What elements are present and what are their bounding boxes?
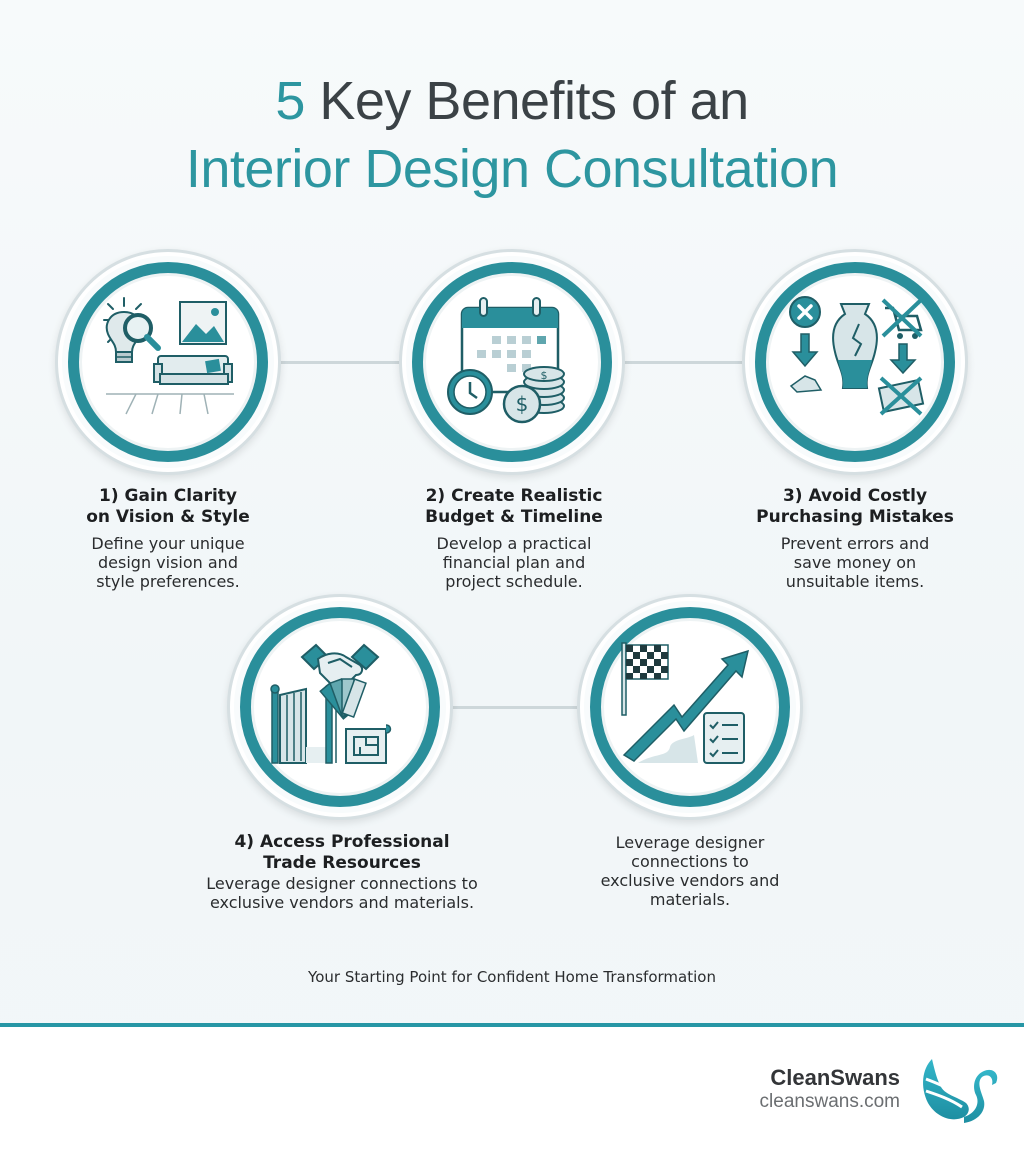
benefit-2-title: 2) Create Realistic Budget & Timeline — [400, 486, 628, 528]
description-line: project schedule. — [445, 572, 583, 591]
description-line: Prevent errors and — [780, 534, 930, 553]
title-line-1: 5 Key Benefits of an — [0, 68, 1024, 134]
benefit-4-title: 4) Access Professional Trade Resources — [170, 832, 514, 874]
brand-name: CleanSwans — [770, 1065, 900, 1090]
benefit-5-badge — [577, 594, 803, 820]
lightbulb-magnifier-sofa-icon — [103, 297, 234, 415]
benefit-3-title-line-1: 3) Avoid Costly — [782, 486, 928, 506]
benefit-3-title-line-2: Purchasing Mistakes — [756, 507, 954, 527]
broken-vase-crossed-cart-icon — [789, 296, 925, 416]
benefit-2-badge: $ $ — [399, 249, 625, 475]
benefit-4-text: 4) Access Professional Trade Resources L… — [170, 832, 514, 912]
description-line: style preferences. — [96, 572, 240, 591]
tagline: Your Starting Point for Confident Home T… — [308, 968, 716, 986]
benefit-1-title-line-2: on Vision & Style — [86, 507, 250, 527]
badge-ring — [68, 262, 268, 462]
description-line: Define your unique — [91, 534, 245, 553]
benefit-1-text: 1) Gain Clarity on Vision & Style Define… — [60, 486, 276, 591]
connector-2-3 — [622, 361, 746, 364]
description-line: Leverage designer — [615, 833, 765, 852]
description-line: connections to — [631, 852, 749, 871]
handshake-gate-swatches-icon — [270, 643, 392, 764]
swan-logo-icon — [923, 1059, 998, 1123]
benefit-2-description: Develop a practical financial plan and p… — [400, 534, 628, 591]
title-line-2: Interior Design Consultation — [185, 139, 839, 199]
benefit-4-description: Leverage designer connections to exclusi… — [170, 874, 514, 912]
svg-text:$: $ — [516, 392, 529, 416]
brand-url[interactable]: cleanswans.com — [759, 1091, 900, 1112]
benefit-4-badge — [227, 594, 453, 820]
benefit-3-badge — [742, 249, 968, 475]
description-line: Develop a practical — [436, 534, 592, 553]
description-line: save money on — [793, 553, 917, 572]
svg-text:$: $ — [541, 369, 548, 382]
footer-divider — [0, 1023, 1024, 1027]
calendar-clock-coins-icon: $ $ — [447, 297, 565, 424]
benefit-2-text: 2) Create Realistic Budget & Timeline De… — [400, 486, 628, 591]
description-line: Leverage designer connections to — [206, 874, 478, 893]
page-title: 5 Key Benefits of an Interior Design Con… — [0, 68, 1024, 204]
description-line: exclusive vendors and materials. — [209, 893, 475, 912]
description-line: exclusive vendors and — [600, 871, 780, 890]
benefit-3-title: 3) Avoid Costly Purchasing Mistakes — [735, 486, 975, 528]
description-line: financial plan and — [442, 553, 586, 572]
benefit-2-title-line-2: Budget & Timeline — [425, 507, 603, 527]
description-line: materials. — [649, 890, 731, 909]
benefit-5-text: Leverage designer connections to exclusi… — [570, 833, 810, 909]
connector-1-2 — [278, 361, 402, 364]
benefit-2-title-line-1: 2) Create Realistic — [425, 486, 603, 506]
benefit-3-text: 3) Avoid Costly Purchasing Mistakes Prev… — [735, 486, 975, 591]
connector-4-5 — [450, 706, 582, 709]
flag-arrow-checklist-icon — [621, 642, 750, 764]
badge-ring — [755, 262, 955, 462]
benefit-1-description: Define your unique design vision and sty… — [60, 534, 276, 591]
benefit-1-badge — [55, 249, 281, 475]
benefit-4-title-line-1: 4) Access Professional — [234, 832, 450, 852]
brand: CleanSwans cleanswans.com — [760, 1065, 900, 1113]
benefit-3-description: Prevent errors and save money on unsuita… — [735, 534, 975, 591]
benefit-1-title: 1) Gain Clarity on Vision & Style — [60, 486, 276, 528]
description-line: design vision and — [98, 553, 238, 572]
title-line-1-text: Key Benefits of an — [304, 71, 749, 131]
footer — [0, 1027, 1024, 1154]
description-line: unsuitable items. — [785, 572, 925, 591]
benefit-4-title-line-2: Trade Resources — [263, 853, 421, 873]
title-number: 5 — [275, 71, 305, 131]
benefit-5-description: Leverage designer connections to exclusi… — [570, 833, 810, 909]
benefit-1-title-line-1: 1) Gain Clarity — [99, 486, 237, 506]
